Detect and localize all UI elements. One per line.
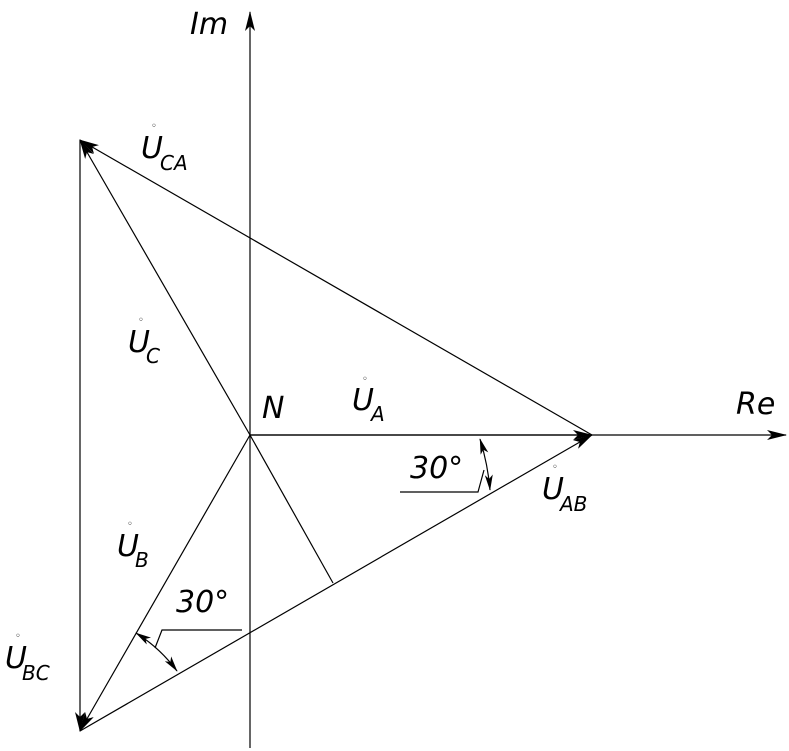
- label-symbol: U: [128, 325, 150, 360]
- angle-label-lower: 30°: [176, 585, 229, 620]
- label-symbol: U: [352, 383, 374, 418]
- label-subscript: A: [369, 402, 385, 426]
- angle-leader-upper: [400, 469, 485, 493]
- angle-arc-upper: [479, 438, 493, 491]
- accent-mark: ◦: [362, 374, 368, 385]
- accent-mark: ◦: [151, 121, 157, 132]
- imaginary-axis-label: Im: [190, 7, 228, 42]
- angle-leader-lower: [154, 629, 242, 649]
- label-subscript: AB: [558, 492, 587, 516]
- label-subscript: B: [135, 548, 149, 572]
- real-axis-label: Re: [736, 387, 775, 422]
- accent-mark: ◦: [138, 315, 144, 326]
- line-vector-ca: [79, 139, 593, 436]
- neutral-point-label: N: [262, 391, 284, 426]
- label-subscript: C: [146, 344, 160, 368]
- accent-mark: ◦: [127, 519, 133, 530]
- label-uc: ◦ U C: [128, 315, 160, 368]
- accent-mark: ◦: [15, 631, 21, 642]
- label-symbol: U: [141, 131, 163, 166]
- phase-vector-c: [79, 139, 251, 436]
- accent-mark: ◦: [552, 462, 558, 473]
- label-ua: ◦ U A: [352, 374, 385, 426]
- line-vector-ab: [79, 434, 593, 732]
- label-ub: ◦ U B: [117, 519, 149, 572]
- label-subscript: BC: [22, 661, 50, 685]
- label-ubc: ◦ U BC: [5, 631, 50, 685]
- label-symbol: U: [5, 641, 27, 676]
- angle-label-upper: 30°: [410, 451, 463, 486]
- label-subscript: CA: [160, 151, 188, 175]
- phase-vector-b: [79, 434, 251, 732]
- label-uca: ◦ U CA: [141, 121, 188, 175]
- perpendicular-line: [249, 434, 334, 584]
- label-symbol: U: [542, 472, 564, 507]
- label-symbol: U: [117, 529, 139, 564]
- angle-arc-lower: [135, 632, 178, 672]
- label-uab: ◦ U AB: [542, 462, 587, 516]
